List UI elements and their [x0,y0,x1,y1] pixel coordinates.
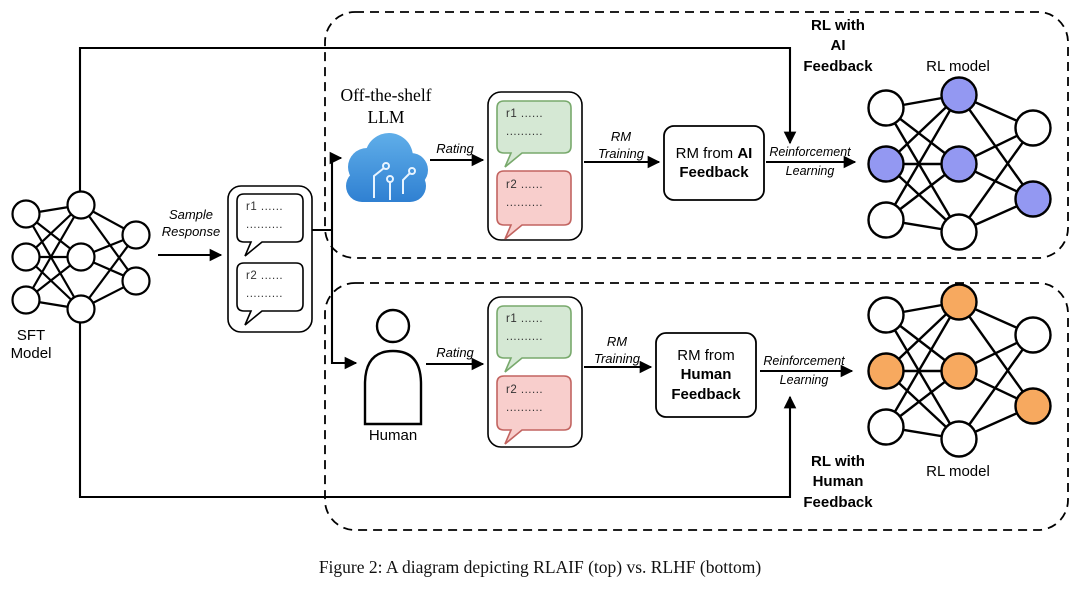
rated-bubble-r2-bottom-text: r2 ...... .......... [506,382,543,418]
bubble-line: .......... [506,401,543,414]
rm-human-box-line1: RM from [677,346,735,364]
speech-bubble-groups [227,91,583,448]
rm-training-label-bottom: RM Training [593,334,640,366]
bubble-line: .......... [506,330,543,343]
bubble-line: .......... [506,196,543,209]
rlhf-region-label: RL with Human Feedback [803,453,873,511]
rlaif-region-border [324,11,1069,259]
rl-model-label-top: RL model [926,58,990,75]
rating-label-bottom: Rating [436,345,474,360]
sft-network [11,190,151,324]
response-bubble-r1-text: r1 ...... .......... [246,199,283,235]
rlhf-region-border [324,282,1069,531]
rm-ai-box-label: RM from AI Feedback [664,126,764,200]
bubble-line: r2 ...... [506,384,544,396]
bubble-line: r1 ...... [246,201,284,213]
reinforcement-learning-label-bottom: Reinforcement Learning [763,354,845,387]
bubble-line: r2 ...... [506,179,544,191]
rated-bubble-r1-top-text: r1 ...... .......... [506,106,543,142]
arrow-sft-feed-top [78,46,797,191]
bubble-line: r2 ...... [246,270,284,282]
human-label: Human [368,427,418,444]
llm-cloud-icon [346,133,428,202]
sft-model-label: SFT Model [10,327,52,362]
reinforcement-learning-label-top: Reinforcement Learning [769,145,851,178]
rated-bubble-r1-bottom-text: r1 ...... .......... [506,311,543,347]
rated-bubble-r2-top-text: r2 ...... .......... [506,177,543,213]
llm-label: Off-the-shelf LLM [340,85,432,127]
bubble-line: .......... [506,125,543,138]
rm-ai-box-line1: RM from AI [676,144,753,164]
rl-model-network-human [867,283,1052,458]
rm-ai-box-line2: Feedback [679,164,749,181]
rm-ai-box-bold: AI [737,144,753,162]
rl-model-network-ai [867,76,1052,251]
rm-human-box-label: RM from Human Feedback [656,333,756,417]
rm-human-feedback-box [655,332,757,418]
flow-arrows [78,46,857,499]
rm-training-label-top: RM Training [597,129,644,161]
bubble-line: .......... [246,287,283,300]
bubble-line: r1 ...... [506,313,544,325]
bubble-line: .......... [246,218,283,231]
arrow-to-human [330,230,358,370]
response-bubble-r2-text: r2 ...... .......... [246,268,283,304]
bubble-line: r1 ...... [506,108,544,120]
figure-caption: Figure 2: A diagram depicting RLAIF (top… [318,557,762,577]
rlaif-region-label: RL with AI Feedback [803,17,873,75]
rm-ai-box-prefix: RM from [675,144,734,162]
rm-ai-feedback-box [663,125,765,201]
rl-model-label-bottom: RL model [926,463,990,480]
sample-response-label: Sample Response [161,207,221,239]
circuit-pattern-icon [373,162,416,200]
human-icon [363,308,423,426]
arrow-sft-feed-bottom [78,322,797,499]
arrow-to-llm [329,151,343,230]
rm-human-box-line3: Feedback [671,385,741,403]
rm-human-box-line2: Human [680,366,732,384]
rating-label-top: Rating [436,141,474,156]
